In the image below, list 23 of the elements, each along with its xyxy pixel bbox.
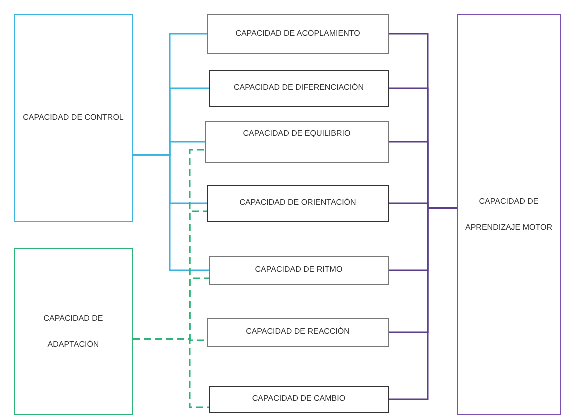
capacity-label: CAPACIDAD DE ORIENTACIÓN [238,197,358,210]
capacity-label: CAPACIDAD DE RITMO [254,264,344,276]
capacity-label: CAPACIDAD DE EQUILIBRIO [242,128,352,140]
connector-line [133,154,209,272]
capacity-box [209,256,389,285]
capacity-box [14,248,133,415]
capacity-label: CAPACIDAD DE REACCIÓN [245,326,351,338]
capacity-box [207,14,389,54]
capacity-label: CAPACIDAD DE ADAPTACIÓN [42,312,104,350]
connector-line [133,338,209,408]
connector-line [389,207,457,400]
capacity-label: CAPACIDAD DE ACOPLAMIENTO [234,28,362,40]
capacity-box [209,386,389,413]
capacity-label: CAPACIDAD DE APRENDIZAJE MOTOR [464,196,554,234]
capacity-label: CAPACIDAD DE DIFERENCIACIÓN [232,82,366,94]
capacity-box [209,70,389,107]
capacity-label: CAPACIDAD DE CAMBIO [251,393,347,406]
capacity-box [14,14,133,222]
capacity-box [207,318,389,347]
capacity-box [457,14,561,415]
capacity-box [205,121,389,163]
capacity-label: CAPACIDAD DE CONTROL [22,112,125,124]
capacity-box [207,185,389,222]
